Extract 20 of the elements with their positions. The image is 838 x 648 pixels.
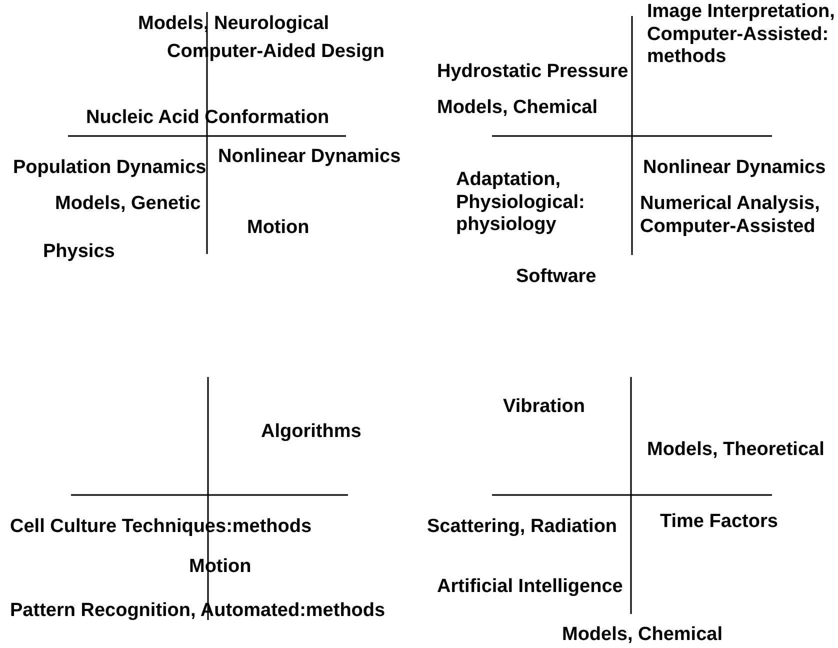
term-label: Numerical Analysis, Computer-Assisted [640,193,821,238]
term-label: Models, Theoretical [647,439,824,462]
term-label: Adaptation, Physiological: physiology [456,169,586,236]
term-label: Motion [247,217,310,240]
term-label: Physics [43,241,115,264]
term-label: Image Interpretation, Computer-Assisted: methods [647,1,836,68]
term-label: Nonlinear Dynamics [643,157,826,180]
term-label: Artificial Intelligence [437,576,623,598]
term-label: Time Factors [660,511,778,534]
term-label: Hydrostatic Pressure [437,61,628,84]
term-label: Vibration [503,396,585,418]
term-label: Models, Neurological [138,13,330,36]
term-label: Population Dynamics [13,157,206,180]
term-label: Models, Chemical [437,97,598,120]
term-label: Models, Genetic [55,193,201,216]
term-label: Algorithms [261,421,362,444]
term-label: Software [516,266,596,288]
term-label: Nonlinear Dynamics [218,146,401,168]
term-label: Models, Chemical [562,624,722,646]
term-label: Scattering, Radiation [427,516,618,538]
